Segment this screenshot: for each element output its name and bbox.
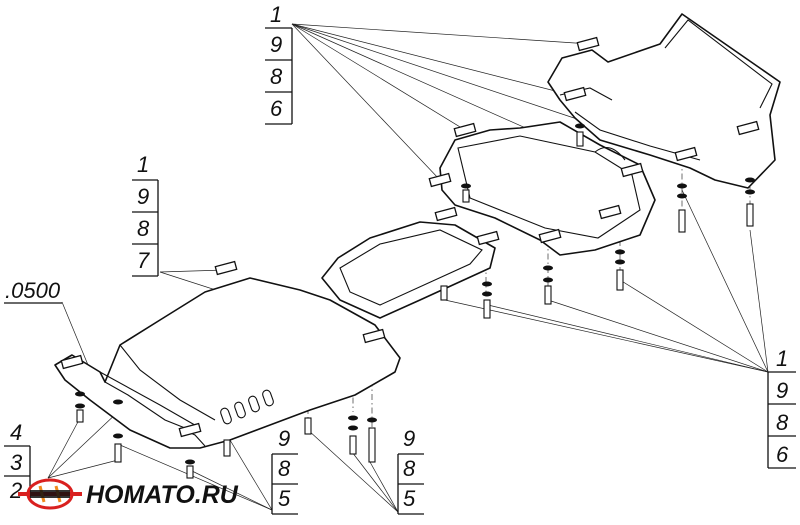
bolt-stack-1 bbox=[677, 183, 687, 233]
bolt-stack-15 bbox=[185, 459, 195, 479]
callout-right: 1 9 8 6 bbox=[767, 346, 796, 469]
callout-bottom-mid: 9 8 5 bbox=[271, 426, 298, 515]
callout-right-4: 6 bbox=[776, 442, 789, 467]
callout-right-3: 8 bbox=[776, 410, 789, 435]
callout-bm-1: 9 bbox=[278, 426, 290, 451]
callout-left: 1 9 8 7 bbox=[132, 152, 159, 277]
callout-bl-2: 3 bbox=[10, 450, 23, 475]
callout-bl-3: 2 bbox=[9, 478, 22, 503]
bolt-stack-4 bbox=[543, 265, 553, 305]
bolt-stack-5 bbox=[482, 281, 492, 319]
leader-lines bbox=[47, 23, 769, 513]
plate-front bbox=[54, 277, 401, 449]
logo-text: HOMATO.RU bbox=[86, 481, 239, 509]
plate-small bbox=[321, 221, 496, 319]
bolt-stack-9 bbox=[348, 415, 358, 455]
callout-bottom-left: 4 3 2 bbox=[4, 420, 31, 503]
callout-bottom-mid2: 9 8 5 bbox=[397, 426, 424, 515]
callout-top-2: 9 bbox=[270, 32, 282, 57]
callout-bm-3: 5 bbox=[278, 486, 291, 511]
bolt-stack-10 bbox=[367, 417, 377, 463]
callout-left-1: 1 bbox=[137, 152, 149, 177]
part-number-label: .0500 bbox=[5, 278, 61, 303]
callout-left-4: 7 bbox=[137, 248, 150, 273]
callout-top-3: 8 bbox=[270, 64, 283, 89]
bolt-stack-13 bbox=[113, 399, 123, 463]
bolt-stack-7 bbox=[575, 123, 585, 147]
callout-bm-2: 8 bbox=[278, 456, 291, 481]
callout-left-2: 9 bbox=[137, 184, 149, 209]
plate-rear bbox=[547, 13, 781, 189]
callout-right-1: 1 bbox=[776, 346, 788, 371]
plate-middle bbox=[439, 121, 656, 256]
callout-left-3: 8 bbox=[137, 216, 150, 241]
site-logo: HOMATO.RU bbox=[18, 478, 239, 510]
callout-bm2-2: 8 bbox=[403, 456, 416, 481]
callout-top-1: 1 bbox=[270, 2, 282, 27]
callout-top-4: 6 bbox=[270, 96, 283, 121]
bolt-stack-14 bbox=[75, 391, 85, 423]
bolt-stack-3 bbox=[615, 249, 625, 291]
callout-part-number: .0500 bbox=[4, 278, 62, 304]
callout-bm2-3: 5 bbox=[403, 486, 416, 511]
bolt-stack-8 bbox=[461, 183, 471, 203]
bolt-stack-6 bbox=[440, 285, 448, 301]
bolt-stack-12 bbox=[223, 439, 231, 457]
bolt-stack-2 bbox=[745, 177, 755, 227]
callout-bl-1: 4 bbox=[10, 420, 22, 445]
fasteners bbox=[75, 123, 755, 479]
vent-slots bbox=[220, 389, 274, 425]
callout-bm2-1: 9 bbox=[403, 426, 415, 451]
callout-top: 1 9 8 6 bbox=[265, 2, 293, 125]
callout-right-2: 9 bbox=[776, 378, 788, 403]
mounting-tabs bbox=[60, 36, 760, 438]
bolt-stack-11 bbox=[304, 417, 312, 435]
